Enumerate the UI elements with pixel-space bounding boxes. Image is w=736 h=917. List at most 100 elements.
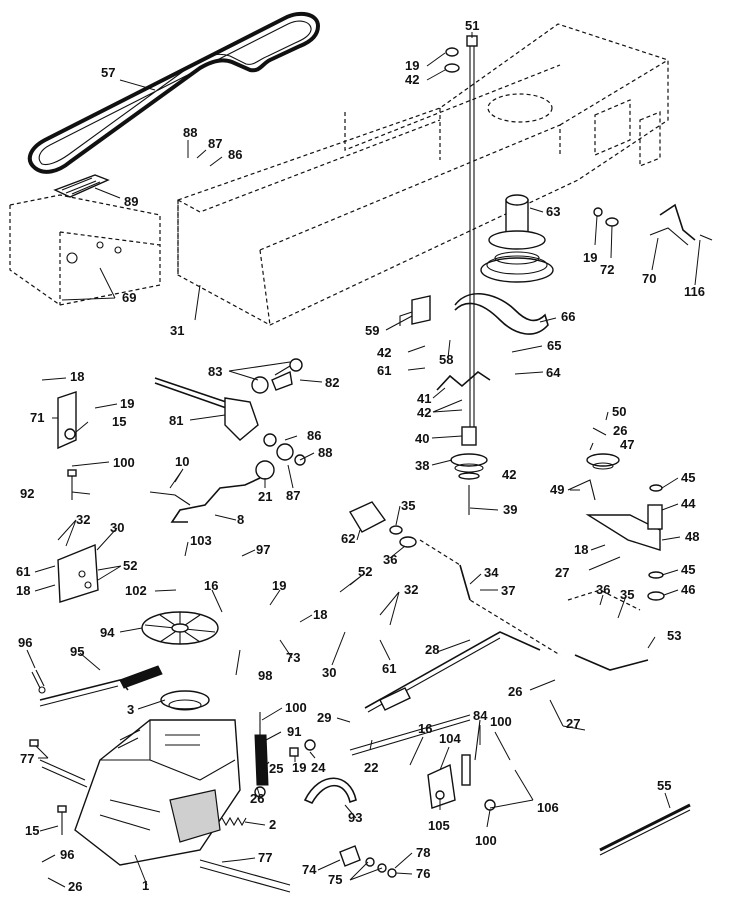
callout-82: 82 <box>325 375 339 390</box>
callout-53: 53 <box>667 628 681 643</box>
linkage-parts-86 <box>263 433 306 466</box>
callout-100: 100 <box>285 700 307 715</box>
front-chassis-outline <box>9 194 161 306</box>
callout-48: 48 <box>685 529 699 544</box>
callout-3: 3 <box>127 702 134 717</box>
bracket-30-left <box>57 543 99 603</box>
callout-84: 84 <box>473 708 488 723</box>
callout-26: 26 <box>68 879 82 894</box>
callout-71: 71 <box>30 410 44 425</box>
callout-59: 59 <box>365 323 379 338</box>
callout-37: 37 <box>501 583 515 598</box>
callout-76: 76 <box>416 866 430 881</box>
callout-42: 42 <box>377 345 391 360</box>
callout-18: 18 <box>313 607 327 622</box>
leader-lines <box>26 32 701 888</box>
lower-pulley <box>450 426 488 515</box>
callout-42: 42 <box>405 72 419 87</box>
brake-rod <box>39 665 163 707</box>
callout-106: 106 <box>537 800 559 815</box>
transaxle-pulley <box>160 690 210 711</box>
callout-75: 75 <box>328 872 342 887</box>
callout-16: 16 <box>418 721 432 736</box>
bolt-15 <box>57 805 67 835</box>
callout-116: 116 <box>684 284 705 299</box>
callout-24: 24 <box>311 760 326 775</box>
callout-36: 36 <box>596 582 610 597</box>
drive-belt <box>27 11 321 174</box>
callout-42: 42 <box>417 405 431 420</box>
callout-30: 30 <box>110 520 124 535</box>
callout-100: 100 <box>113 455 135 470</box>
callout-27: 27 <box>555 565 569 580</box>
callout-103: 103 <box>190 533 212 548</box>
callout-41: 41 <box>417 391 431 406</box>
callout-21: 21 <box>258 489 272 504</box>
callout-38: 38 <box>415 458 429 473</box>
callout-16: 16 <box>204 578 218 593</box>
callout-27: 27 <box>566 716 580 731</box>
callout-61: 61 <box>16 564 30 579</box>
callout-1: 1 <box>142 878 149 893</box>
callout-35: 35 <box>401 498 415 513</box>
callout-88: 88 <box>183 125 197 140</box>
washers-45 <box>647 484 665 601</box>
callout-18: 18 <box>70 369 84 384</box>
lift-lever <box>149 460 275 523</box>
callout-86: 86 <box>228 147 242 162</box>
callout-32: 32 <box>76 512 90 527</box>
rod-34 <box>419 539 561 656</box>
callout-34: 34 <box>484 565 499 580</box>
callout-86: 86 <box>307 428 321 443</box>
spring-clip <box>436 370 491 391</box>
callout-55: 55 <box>657 778 671 793</box>
callout-28: 28 <box>425 642 439 657</box>
callout-61: 61 <box>377 363 391 378</box>
callout-15: 15 <box>112 414 126 429</box>
callout-57: 57 <box>101 65 115 80</box>
callout-19: 19 <box>292 760 306 775</box>
callout-96: 96 <box>18 635 32 650</box>
callout-64: 64 <box>546 365 561 380</box>
tube-62 <box>348 501 417 548</box>
callout-25: 25 <box>269 761 283 776</box>
linkage-parts-83 <box>251 358 303 394</box>
callout-50: 50 <box>612 404 626 419</box>
callout-61: 61 <box>382 661 396 676</box>
callout-51: 51 <box>465 18 479 33</box>
callout-104: 104 <box>439 731 461 746</box>
callout-89: 89 <box>124 194 138 209</box>
bolt-92 <box>67 469 77 500</box>
callout-19: 19 <box>583 250 597 265</box>
hitch-pin-96 <box>31 669 46 694</box>
callout-62: 62 <box>341 531 355 546</box>
callout-97: 97 <box>256 542 270 557</box>
hose-93 <box>303 777 357 805</box>
cooling-fan <box>141 611 219 645</box>
callout-18: 18 <box>574 542 588 557</box>
callout-74: 74 <box>302 862 317 877</box>
transaxle <box>39 719 291 893</box>
idler-pulley-47 <box>586 453 620 470</box>
callout-labels: 57 51 19 42 88 87 86 89 63 19 72 70 116 … <box>16 18 705 894</box>
callout-19: 19 <box>272 578 286 593</box>
bracket-71 <box>57 391 77 450</box>
deck-bracket <box>53 174 110 198</box>
callout-93: 93 <box>348 810 362 825</box>
callout-26: 26 <box>250 791 264 806</box>
callout-87: 87 <box>208 136 222 151</box>
callout-30: 30 <box>322 665 336 680</box>
top-washers <box>444 47 460 73</box>
callout-88: 88 <box>318 445 332 460</box>
callout-45: 45 <box>681 562 695 577</box>
callout-42: 42 <box>502 467 516 482</box>
callout-39: 39 <box>503 502 517 517</box>
rod-22 <box>349 714 471 756</box>
callout-100: 100 <box>475 833 497 848</box>
callout-19: 19 <box>120 396 134 411</box>
callout-44: 44 <box>681 496 696 511</box>
callout-18: 18 <box>16 583 30 598</box>
rod-28 <box>364 631 541 713</box>
rod-70 <box>649 203 713 246</box>
parts-19-24 <box>289 739 316 757</box>
